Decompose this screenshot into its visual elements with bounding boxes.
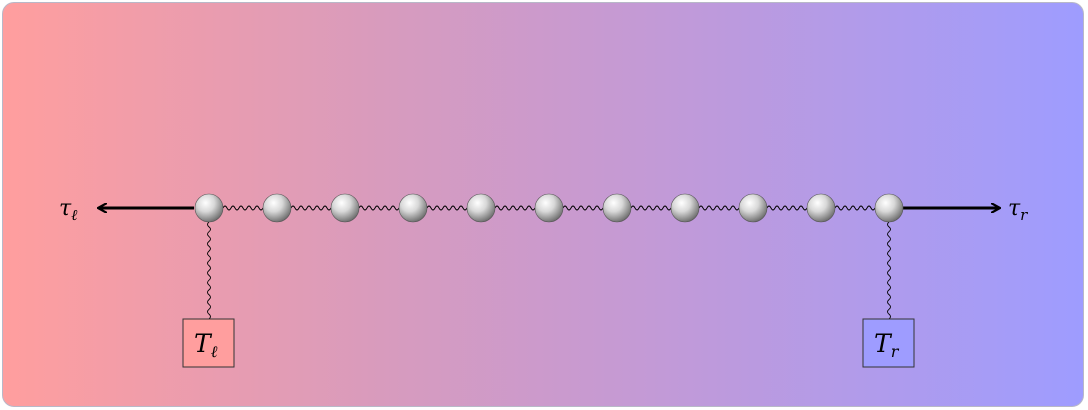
tau-left-label: τℓ	[59, 196, 77, 224]
spring	[290, 205, 332, 211]
left-bath-label: Tℓ	[194, 329, 218, 361]
spring	[494, 205, 536, 211]
mass-ball	[670, 193, 700, 223]
tau-right-label: τr	[1008, 196, 1028, 224]
mass-ball	[874, 193, 904, 223]
spring	[698, 205, 740, 211]
mass-ball	[262, 193, 292, 223]
spring	[222, 205, 264, 211]
spring	[766, 205, 808, 211]
mass-ball	[330, 193, 360, 223]
masses	[194, 193, 904, 223]
chain-diagram: τℓ τr Tℓ Tr	[59, 193, 1028, 368]
spring	[834, 205, 876, 211]
mass-ball	[602, 193, 632, 223]
right-bath-label: Tr	[874, 329, 900, 361]
spring	[630, 205, 672, 211]
spring	[358, 205, 400, 211]
spring	[426, 205, 468, 211]
mass-ball	[466, 193, 496, 223]
mass-ball	[738, 193, 768, 223]
mass-ball	[398, 193, 428, 223]
mass-ball	[194, 193, 224, 223]
spring	[562, 205, 604, 211]
right-bath-spring	[887, 221, 891, 320]
left-bath-spring	[207, 221, 211, 320]
right-bath-box	[862, 318, 915, 368]
mass-ball	[806, 193, 836, 223]
springs	[207, 205, 891, 320]
mass-ball	[534, 193, 564, 223]
left-bath-box	[182, 318, 235, 368]
